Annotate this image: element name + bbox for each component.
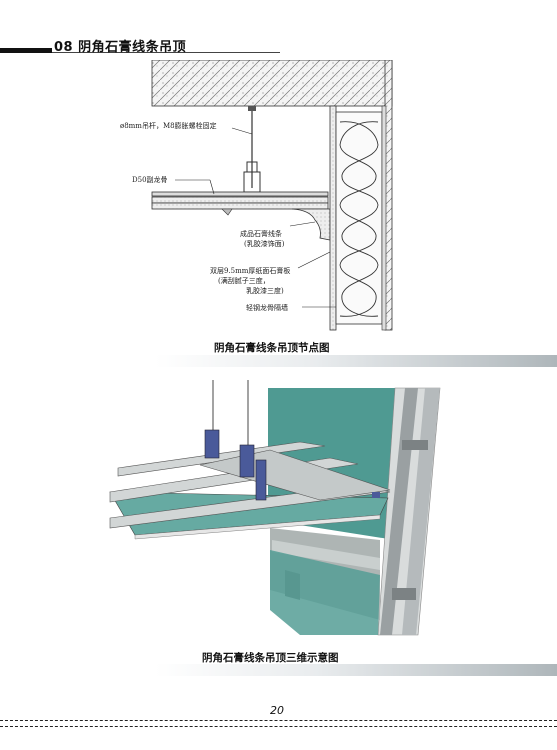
- stud-cavity: [335, 111, 383, 325]
- label-wall: 轻钢龙骨隔墙: [246, 303, 288, 312]
- page-number: 20: [270, 704, 284, 717]
- label-board-1: 双层9.5mm厚纸面石膏板: [210, 266, 290, 275]
- gypsum-board-lower: [151, 202, 329, 210]
- header-rule: [52, 52, 280, 53]
- label-board-3: 乳胶漆三度): [246, 286, 284, 295]
- label-board-2: (满刮腻子三度，: [218, 276, 270, 285]
- label-cornice-1: 成品石膏线条: [240, 229, 282, 238]
- cornice-profile: [272, 540, 380, 570]
- section-title: 08 阴角石膏线条吊顶: [54, 40, 187, 55]
- header-bar: [0, 48, 52, 53]
- hanger-bracket-1: [204, 429, 220, 459]
- lower-wall: [270, 550, 380, 635]
- label-cornice-2: (乳胶漆饰面): [244, 239, 285, 248]
- ceiling-detail-drawing: ø8mm吊杆，M8膨胀螺栓固定 D50副龙骨 成品石膏线条 (乳胶漆饰面) 双层…: [120, 60, 393, 331]
- wall-stud-2: [402, 388, 440, 635]
- edge-clip: [372, 492, 380, 498]
- keel-3: [117, 441, 326, 477]
- cornice-clip: [221, 208, 233, 216]
- footer-rule-2: [0, 726, 557, 727]
- figure1-caption: 阴角石膏线条吊顶节点图: [214, 342, 330, 354]
- caption-bar-2: [155, 664, 557, 676]
- figure2-caption: 阴角石膏线条吊顶三维示意图: [202, 652, 339, 664]
- secondary-keel: [151, 191, 329, 197]
- ceiling-3d-illustration: [109, 380, 441, 636]
- label-keel: D50副龙骨: [132, 175, 168, 184]
- caption-bar-1: [155, 355, 557, 367]
- gypsum-board-upper: [151, 196, 329, 204]
- footer-rule-1: [0, 720, 557, 721]
- wall-board-right: [381, 105, 387, 331]
- plaster-cornice: [291, 208, 331, 241]
- wall-bracket-2: [392, 588, 416, 600]
- insulation: [339, 121, 379, 317]
- ceiling-board-edge: [134, 514, 381, 540]
- concrete-slab: [151, 60, 393, 107]
- wall-bracket-1: [402, 440, 428, 450]
- hanger-bracket-2: [239, 444, 255, 478]
- hanger-bracket-3: [255, 459, 267, 501]
- anchor-bolt: [248, 106, 256, 111]
- label-hanger-rod: ø8mm吊杆，M8膨胀螺栓固定: [120, 121, 217, 130]
- wall-board-left: [329, 105, 337, 331]
